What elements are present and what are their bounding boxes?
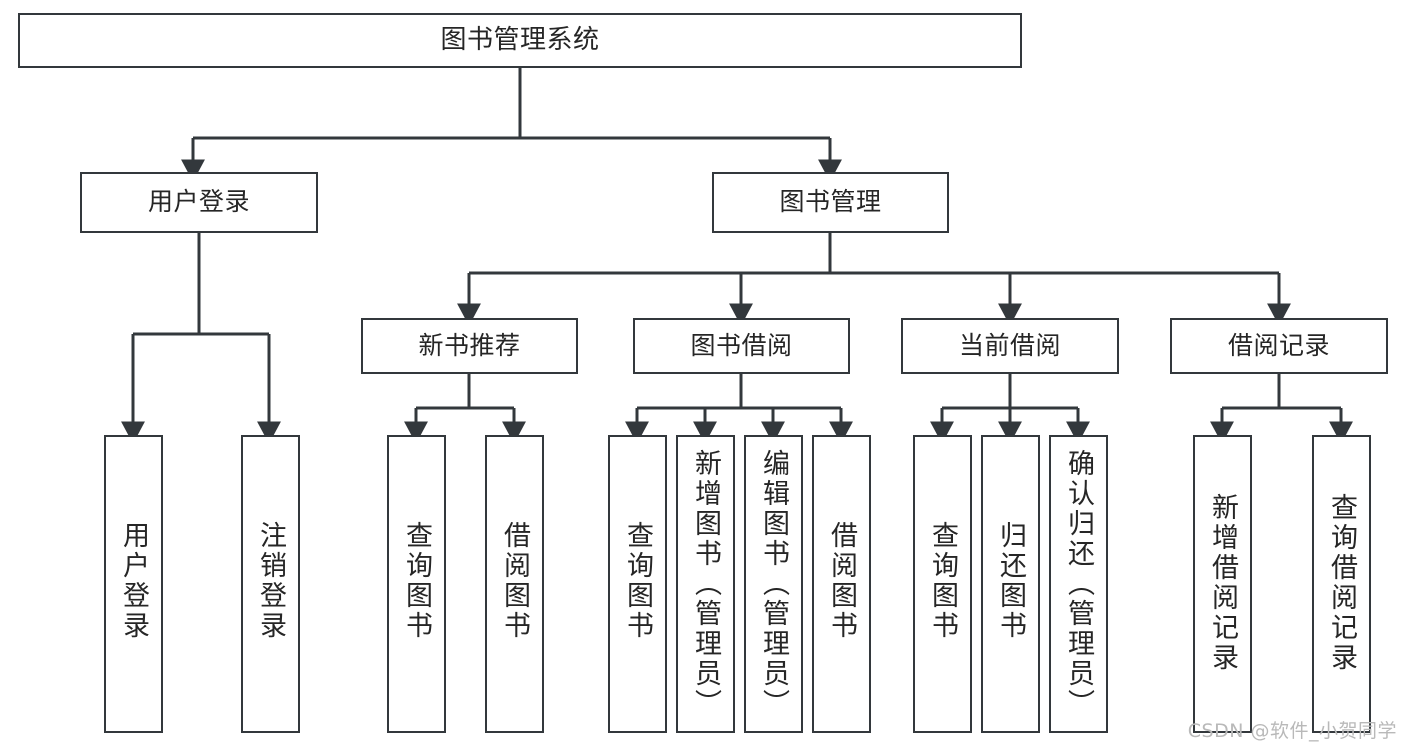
node-label: 查询图书 <box>401 521 432 641</box>
node-label: 编辑图书（管理员） <box>758 449 789 719</box>
node-label: 确认归还（管理员） <box>1063 449 1094 719</box>
leaf-current-query-book[interactable]: 查询图书 <box>913 435 972 733</box>
leaf-newbook-borrow-book[interactable]: 借阅图书 <box>485 435 544 733</box>
watermark-text: CSDN @软件_小贺同学 <box>1187 720 1397 742</box>
node-label: 图书借阅 <box>690 330 793 360</box>
node-label: 新书推荐 <box>418 330 521 360</box>
node-label: 归还图书 <box>995 521 1026 641</box>
leaf-borrow-borrow-book[interactable]: 借阅图书 <box>812 435 871 733</box>
node-user-login[interactable]: 用户登录 <box>80 172 318 233</box>
node-label: 用户登录 <box>147 187 250 217</box>
leaf-record-query-record[interactable]: 查询借阅记录 <box>1312 435 1371 733</box>
node-root-system[interactable]: 图书管理系统 <box>18 13 1022 68</box>
leaf-borrow-query-book[interactable]: 查询图书 <box>608 435 667 733</box>
node-label: 当前借阅 <box>958 330 1061 360</box>
leaf-borrow-edit-book-admin[interactable]: 编辑图书（管理员） <box>744 435 803 733</box>
node-label: 新增图书（管理员） <box>690 449 721 719</box>
leaf-user-login-signin[interactable]: 用户登录 <box>104 435 163 733</box>
leaf-user-login-signout[interactable]: 注销登录 <box>241 435 300 733</box>
node-book-borrow[interactable]: 图书借阅 <box>633 318 850 374</box>
node-label: 查询图书 <box>622 521 653 641</box>
node-label: 图书管理 <box>779 187 882 217</box>
leaf-current-confirm-return-admin[interactable]: 确认归还（管理员） <box>1049 435 1108 733</box>
leaf-newbook-query-book[interactable]: 查询图书 <box>387 435 446 733</box>
node-book-management[interactable]: 图书管理 <box>712 172 949 233</box>
node-label: 图书管理系统 <box>440 24 600 55</box>
node-label: 用户登录 <box>118 521 149 641</box>
leaf-current-return-book[interactable]: 归还图书 <box>981 435 1040 733</box>
node-label: 查询图书 <box>927 521 958 641</box>
leaf-record-add-record[interactable]: 新增借阅记录 <box>1193 435 1252 733</box>
node-label: 新增借阅记录 <box>1207 493 1238 673</box>
node-borrow-record[interactable]: 借阅记录 <box>1170 318 1388 374</box>
node-label: 借阅记录 <box>1227 330 1330 360</box>
node-label: 借阅图书 <box>499 521 530 641</box>
leaf-borrow-add-book-admin[interactable]: 新增图书（管理员） <box>676 435 735 733</box>
node-label: 查询借阅记录 <box>1326 493 1357 673</box>
node-current-borrow[interactable]: 当前借阅 <box>901 318 1119 374</box>
node-label: 借阅图书 <box>826 521 857 641</box>
node-new-book-recommend[interactable]: 新书推荐 <box>361 318 578 374</box>
node-label: 注销登录 <box>255 521 286 641</box>
